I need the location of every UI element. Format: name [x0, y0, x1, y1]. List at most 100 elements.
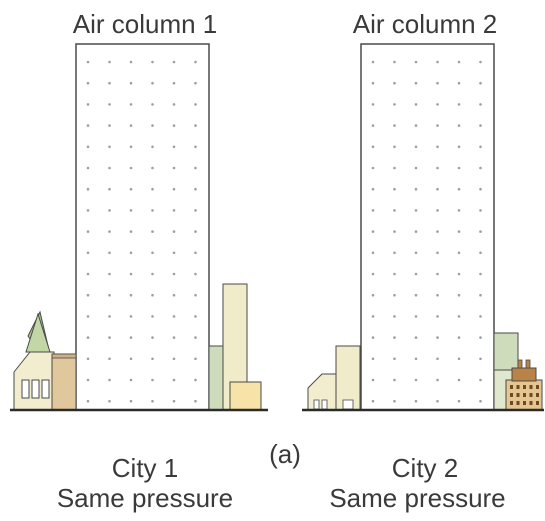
air-dot [457, 166, 461, 170]
air-dot [479, 315, 482, 318]
air-dot [108, 315, 111, 318]
air-dot [129, 399, 133, 403]
air-dot [194, 357, 197, 361]
window [529, 401, 533, 405]
air-dot [371, 357, 375, 361]
air-dot [371, 251, 375, 255]
air-dot [172, 103, 176, 106]
air-dot [151, 230, 154, 233]
air-dot [479, 378, 482, 382]
air-dot [151, 399, 154, 403]
air-dot [393, 251, 396, 255]
air-dot [194, 293, 197, 297]
air-dot [108, 251, 111, 255]
air-dot [108, 336, 111, 339]
air-dot [393, 378, 396, 382]
air-dot [479, 209, 482, 212]
air-dot [414, 293, 418, 297]
air-dot [172, 60, 176, 64]
air-dot [172, 399, 176, 403]
air-dot [129, 103, 133, 106]
air-dot [457, 187, 461, 191]
air-dot [172, 272, 176, 276]
air-dot [393, 81, 396, 85]
air-dot [194, 272, 197, 276]
air-dot [371, 103, 375, 106]
air-column-2-title: Air column 2 [352, 9, 498, 39]
window [523, 401, 526, 405]
air-dot [194, 187, 197, 191]
panel-label: (a) [269, 439, 301, 469]
air-dot [172, 81, 176, 85]
air-dot [436, 60, 439, 64]
air-dot [393, 399, 396, 403]
air-dot [436, 230, 439, 233]
air-dot [151, 124, 154, 127]
air-dot [86, 251, 90, 255]
air-dot [86, 60, 90, 64]
air-dot [371, 293, 375, 297]
air-dot [194, 251, 197, 255]
air-dot [436, 124, 439, 127]
air-dot [414, 209, 418, 212]
air-dot [129, 209, 133, 212]
air-dot [172, 357, 176, 361]
air-dot [371, 378, 375, 382]
air-dot [436, 145, 439, 149]
air-dot [194, 124, 197, 127]
air-dot [86, 230, 90, 233]
window [510, 385, 513, 389]
air-column-1-dots [86, 60, 197, 403]
air-dot [414, 230, 418, 233]
air-dot [108, 230, 111, 233]
air-dot [129, 357, 133, 361]
air-dot [129, 315, 133, 318]
air-dot [108, 103, 111, 106]
air-dot [129, 378, 133, 382]
air-dot [414, 399, 418, 403]
air-dot [414, 103, 418, 106]
air-dot [86, 272, 90, 276]
air-dot [129, 251, 133, 255]
air-dot [86, 124, 90, 127]
air-dot [151, 60, 154, 64]
air-dot [108, 209, 111, 212]
air-dot [479, 293, 482, 297]
air-dot [414, 336, 418, 339]
air-dot [108, 399, 111, 403]
city-2-building-windows [510, 385, 539, 405]
air-dot [172, 209, 176, 212]
city-2-building-right [493, 332, 543, 411]
air-dot [393, 357, 396, 361]
window [516, 401, 520, 405]
air-dot [371, 399, 375, 403]
air-dot [151, 293, 154, 297]
air-dot [457, 60, 461, 64]
air-dot [129, 81, 133, 85]
air-dot [436, 378, 439, 382]
window [536, 393, 539, 397]
city-2-pressure: Same pressure [329, 483, 506, 513]
city-1-pressure: Same pressure [56, 483, 234, 513]
window [516, 385, 520, 389]
air-dot [479, 230, 482, 233]
air-dot [457, 81, 461, 85]
air-dot [151, 272, 154, 276]
air-dot [194, 166, 197, 170]
city-1-label: City 1 [111, 453, 179, 483]
air-dot [457, 399, 461, 403]
air-dot [86, 103, 90, 106]
air-dot [393, 103, 396, 106]
air-dot [414, 251, 418, 255]
air-dot [457, 230, 461, 233]
air-dot [108, 187, 111, 191]
air-dot [86, 399, 90, 403]
air-dot [172, 145, 176, 149]
air-column-1-box [75, 43, 210, 411]
air-dot [172, 315, 176, 318]
air-dot [414, 187, 418, 191]
air-dot [479, 336, 482, 339]
air-dot [414, 378, 418, 382]
city-1-church [13, 310, 55, 411]
air-dot [194, 399, 197, 403]
